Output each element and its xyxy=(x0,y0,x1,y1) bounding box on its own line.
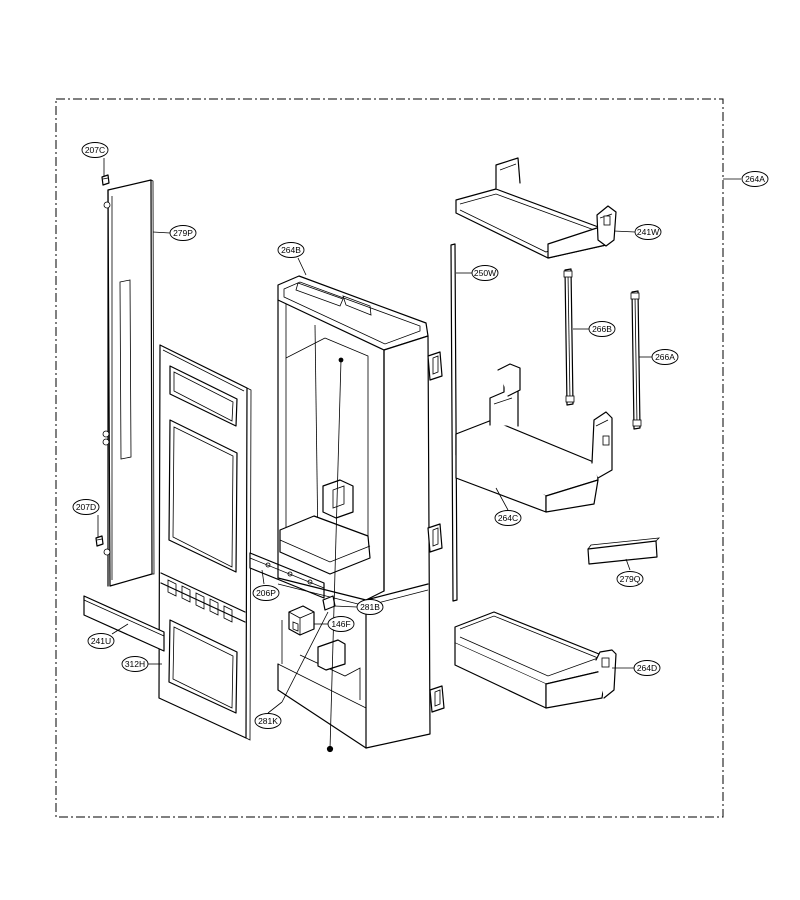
part-264D-lower-bin xyxy=(454,611,617,709)
callout-label: 241W xyxy=(637,227,659,237)
callout-label: 279P xyxy=(173,228,193,238)
callout-label: 206P xyxy=(256,588,276,598)
callout-266A: 266A xyxy=(651,349,679,365)
part-241U-strip xyxy=(83,595,165,652)
callout-label: 264C xyxy=(498,513,518,523)
part-264C-middle-bin xyxy=(455,363,613,513)
part-281B-screw xyxy=(322,595,336,611)
callout-264D: 264D xyxy=(633,660,661,676)
callout-label: 266B xyxy=(592,324,612,334)
callout-312H: 312H xyxy=(121,656,149,672)
callout-146F: 146F xyxy=(327,616,355,632)
callout-264A: 264A xyxy=(741,171,769,187)
callout-label: 312H xyxy=(125,659,145,669)
callout-266B: 266B xyxy=(588,321,616,337)
callout-264C: 264C xyxy=(494,510,522,526)
part-266A-bar xyxy=(630,290,642,430)
part-279P-trim-strip xyxy=(102,179,155,587)
assembly-frame xyxy=(55,98,724,818)
callout-label: 241U xyxy=(91,636,111,646)
part-206P-bracket xyxy=(249,552,325,599)
part-241W-top-bin xyxy=(455,157,617,259)
callout-label: 146F xyxy=(331,619,350,629)
callout-207C: 207C xyxy=(81,142,109,158)
callout-label: 207D xyxy=(76,502,96,512)
part-266B-bar xyxy=(563,268,575,406)
callout-label: 264D xyxy=(637,663,657,673)
callout-279P: 279P xyxy=(169,225,197,241)
part-264B-dispenser-housing xyxy=(277,275,445,749)
callout-207D: 207D xyxy=(72,499,100,515)
callout-264B: 264B xyxy=(277,242,305,258)
part-207C-screw xyxy=(101,174,110,186)
part-281K-screw xyxy=(326,357,344,753)
part-250W-rod xyxy=(450,243,458,602)
part-inner-door-panel xyxy=(158,344,252,741)
callout-241U: 241U xyxy=(87,633,115,649)
callout-label: 281K xyxy=(258,716,278,726)
callout-label: 264A xyxy=(745,174,765,184)
callout-279Q: 279Q xyxy=(616,571,644,587)
callout-281K: 281K xyxy=(254,713,282,729)
callout-241W: 241W xyxy=(634,224,662,240)
part-279Q-strip xyxy=(587,537,661,565)
callout-label: 281B xyxy=(360,602,380,612)
leader-lines xyxy=(97,158,741,714)
callout-label: 207C xyxy=(85,145,105,155)
part-207D-screw xyxy=(95,535,104,547)
callout-250W: 250W xyxy=(471,265,499,281)
callout-label: 279Q xyxy=(620,574,641,584)
part-146F-switch xyxy=(288,605,315,636)
callout-281B: 281B xyxy=(356,599,384,615)
callout-206P: 206P xyxy=(252,585,280,601)
callout-label: 250W xyxy=(474,268,496,278)
callout-label: 266A xyxy=(655,352,675,362)
callout-label: 264B xyxy=(281,245,301,255)
